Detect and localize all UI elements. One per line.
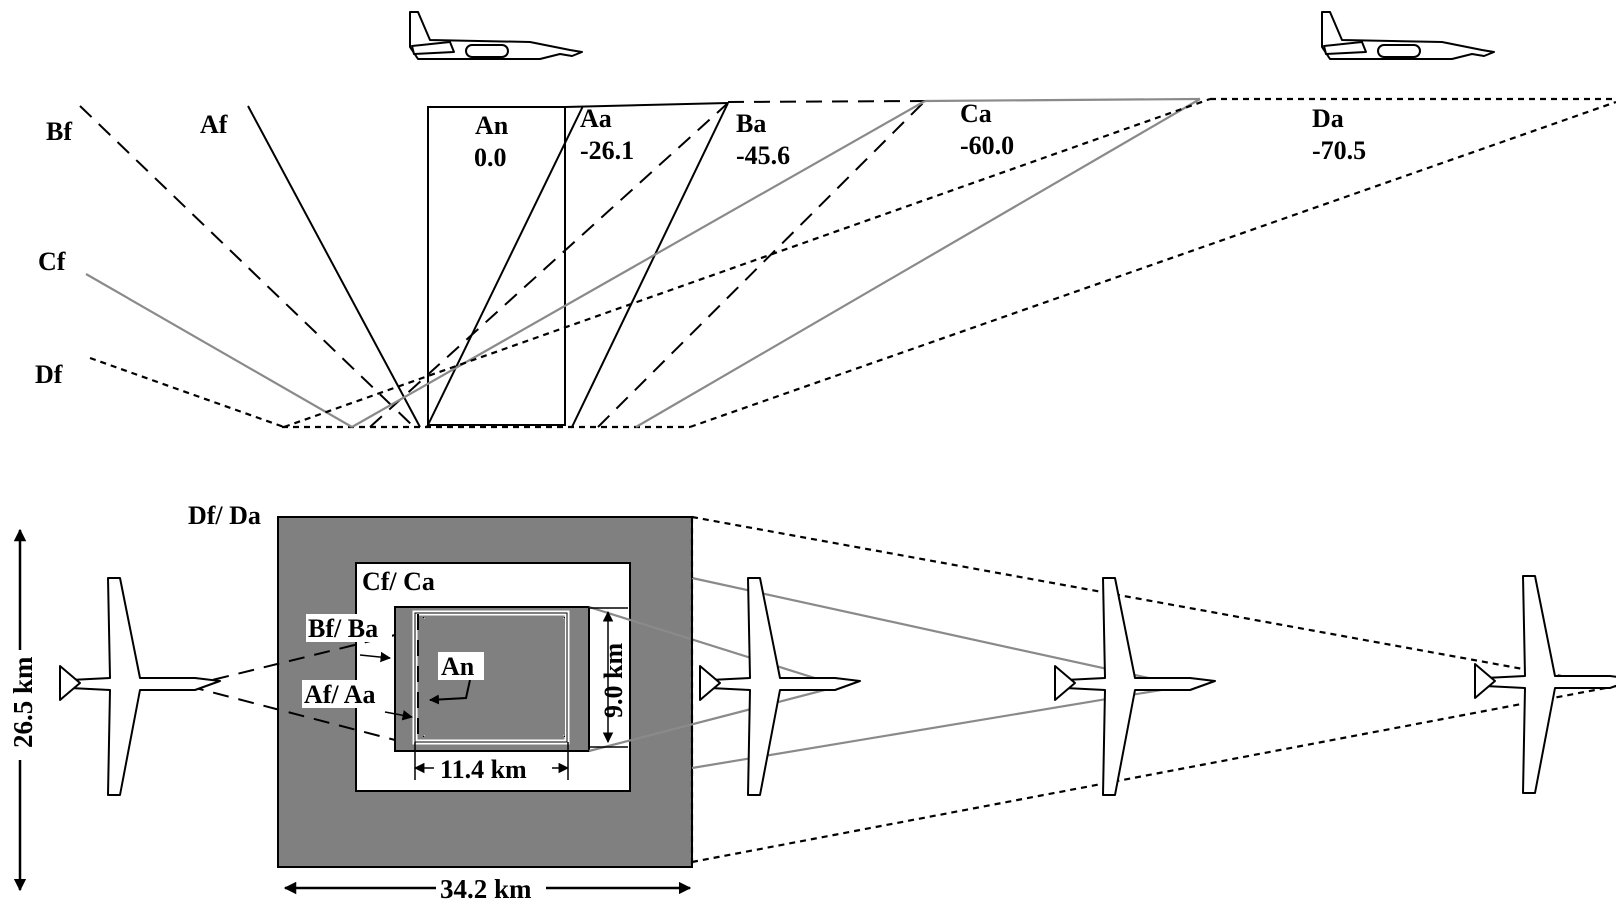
label-bf-ba-bg <box>306 614 392 642</box>
dotted-line-upper <box>691 515 1616 688</box>
label-df: Df <box>35 360 63 389</box>
side-view: Bf Af Cf Df An 0.0 Aa -26.1 Ba -45.6 Ca … <box>35 11 1616 429</box>
cf-view-line <box>85 273 353 428</box>
ba-top-dash <box>727 100 926 103</box>
ba-view-line-solid <box>571 102 729 428</box>
label-aa-angle: -26.1 <box>580 136 634 165</box>
label-cf-ca: Cf/ Ca <box>362 567 435 596</box>
aircraft-top-icon <box>1474 575 1616 794</box>
gray-line-3 <box>691 576 1186 688</box>
label-da-name: Da <box>1312 104 1344 133</box>
ca-back-line <box>635 98 1201 428</box>
top-view: Df/ Da Cf/ Ca Bf/ Ba Af/ Aa An 11.4 km 9… <box>6 501 1616 904</box>
bf-view-line <box>79 105 415 428</box>
gray-line-1 <box>588 605 841 688</box>
aircraft-top-icon <box>699 577 861 796</box>
label-bf: Bf <box>46 117 72 146</box>
label-an-name: An <box>475 111 509 140</box>
label-width-bg <box>436 872 546 902</box>
b-view-to-plane-lower <box>187 685 396 741</box>
footprint-af-aa-edge <box>414 612 568 743</box>
aircraft-top-icon <box>1054 577 1216 796</box>
label-aa-name: Aa <box>580 104 612 133</box>
aircraft-side-icon <box>1321 11 1495 60</box>
label-nadir-height: 9.0 km <box>599 643 628 718</box>
label-af-aa-bg <box>302 680 394 708</box>
aircraft-top-icon <box>59 577 221 796</box>
nadir-view-outline <box>427 106 566 426</box>
ba-view-line <box>369 102 729 428</box>
label-nadir-width: 11.4 km <box>440 755 527 784</box>
label-ca-name: Ca <box>960 99 992 128</box>
label-an-bg <box>438 652 484 680</box>
label-df-da: Df/ Da <box>188 501 261 530</box>
label-an: An <box>441 652 475 681</box>
an-pointer <box>429 679 471 705</box>
label-nadir-width-bg <box>434 756 552 782</box>
label-ba-angle: -45.6 <box>736 141 790 170</box>
dotted-line-lower <box>691 684 1616 864</box>
ca-top-line <box>924 97 1201 103</box>
da-view-line <box>283 97 1211 429</box>
label-bf-ba: Bf/ Ba <box>308 614 378 643</box>
top-edge-line <box>564 102 729 108</box>
label-an-angle: 0.0 <box>474 143 507 172</box>
gray-line-2 <box>588 684 841 753</box>
label-ca-angle: -60.0 <box>960 131 1014 160</box>
label-af: Af <box>200 110 228 139</box>
da-back-line <box>689 100 1616 429</box>
label-ba-name: Ba <box>736 109 766 138</box>
label-height-bg <box>6 650 36 760</box>
label-da-angle: -70.5 <box>1312 136 1366 165</box>
gray-line-4 <box>691 684 1186 770</box>
b-view-to-plane-upper <box>187 634 396 687</box>
aa-view-line <box>426 105 584 428</box>
label-af-aa: Af/ Aa <box>304 680 376 709</box>
label-total-width: 34.2 km <box>440 874 532 904</box>
df-view-line <box>89 356 285 429</box>
label-total-height: 26.5 km <box>8 656 38 748</box>
bf-ba-pointer <box>359 651 392 663</box>
ca-view-line <box>351 100 926 428</box>
aircraft-side-icon <box>409 11 583 60</box>
footprint-an-inner <box>423 617 565 737</box>
af-view-line <box>247 105 421 428</box>
af-aa-pointer <box>384 710 414 721</box>
label-cf: Cf <box>38 247 66 276</box>
